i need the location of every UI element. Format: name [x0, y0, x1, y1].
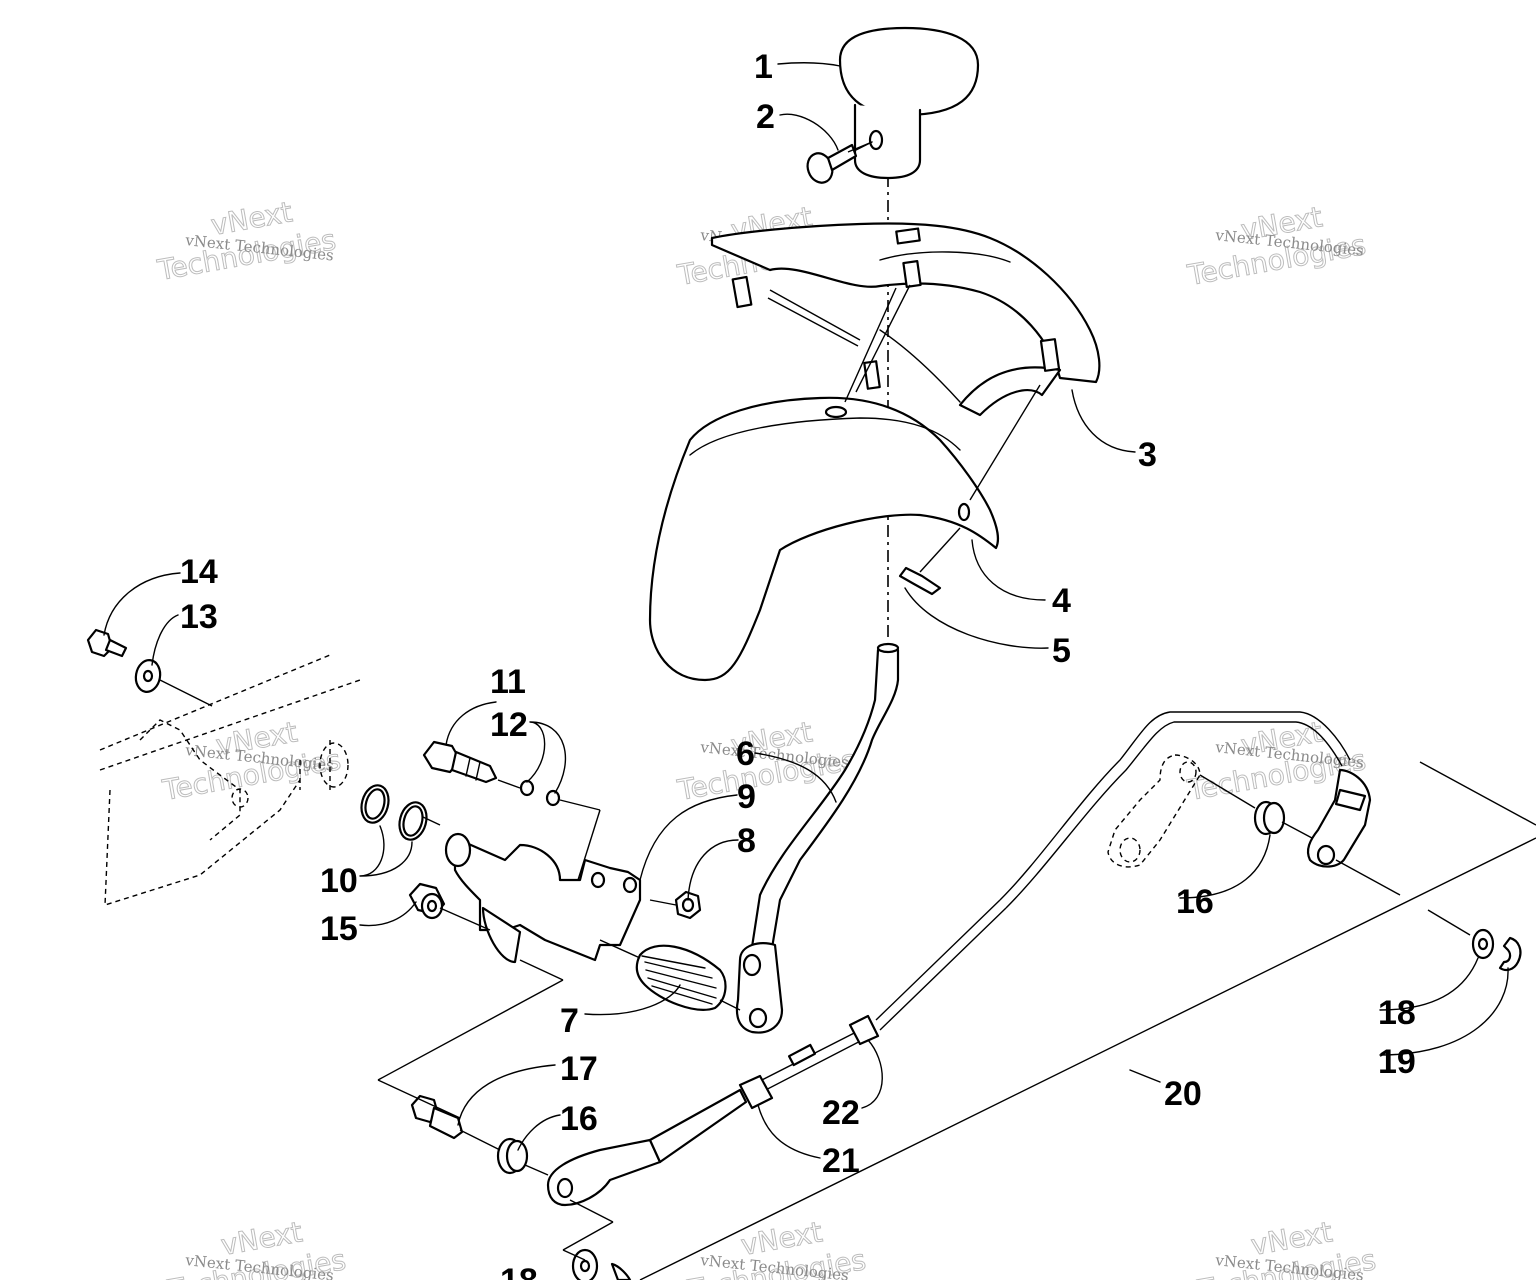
leader-lines — [103, 61, 1509, 1159]
washer-and-clip-lower — [571, 1248, 632, 1280]
callout-6: 6 — [736, 735, 755, 773]
bushing — [898, 566, 942, 596]
washer-and-clip — [1471, 928, 1522, 972]
shift-bracket — [444, 832, 642, 964]
callout-20: 20 — [1164, 1075, 1202, 1113]
callout-22: 22 — [822, 1094, 860, 1132]
bolt-and-washer — [86, 628, 162, 693]
upper-console-cover — [710, 222, 1101, 417]
flange-nut — [408, 882, 446, 920]
callout-7: 7 — [560, 1002, 579, 1040]
callout-13: 13 — [180, 598, 218, 636]
shoulder-bolt — [422, 740, 498, 784]
assembly-lines — [159, 141, 1536, 1280]
shift-lever — [735, 642, 900, 1034]
callout-21: 21 — [822, 1142, 860, 1180]
callout-18-bottom: 18 — [500, 1262, 538, 1280]
frame-reference — [99, 654, 361, 906]
callout-10: 10 — [320, 862, 358, 900]
callout-15: 15 — [320, 910, 358, 948]
callout-1: 1 — [754, 48, 773, 86]
callout-labels: 1 2 3 4 5 6 7 8 9 10 11 12 13 14 15 16 1… — [180, 48, 1416, 1280]
callout-3: 3 — [1138, 436, 1157, 474]
callout-17: 17 — [560, 1050, 598, 1088]
transmission-arm-reference — [1107, 754, 1201, 868]
watermarks: vNext Technologies vNext Technologies vN… — [154, 195, 1379, 1280]
callout-5: 5 — [1052, 632, 1071, 670]
e-clips — [519, 779, 561, 807]
ball-stud — [410, 1094, 464, 1140]
o-rings — [360, 784, 428, 841]
callout-16-upper: 16 — [1176, 883, 1214, 921]
callout-12: 12 — [490, 706, 528, 744]
lower-console-cover — [648, 396, 1000, 682]
spring — [635, 944, 727, 1011]
callout-14: 14 — [180, 553, 218, 591]
callout-18-right: 18 — [1378, 994, 1416, 1032]
callout-8: 8 — [737, 822, 756, 860]
shift-rod — [546, 711, 1351, 1207]
spacer-lower — [496, 1137, 529, 1175]
shift-knob — [838, 26, 980, 180]
callout-11: 11 — [490, 663, 526, 701]
callout-16-lower: 16 — [560, 1100, 598, 1138]
callout-4: 4 — [1052, 582, 1071, 620]
callout-2: 2 — [756, 98, 775, 136]
callout-19: 19 — [1378, 1043, 1416, 1081]
shift-arm-linkage — [1253, 768, 1372, 868]
callout-9: 9 — [737, 778, 756, 816]
